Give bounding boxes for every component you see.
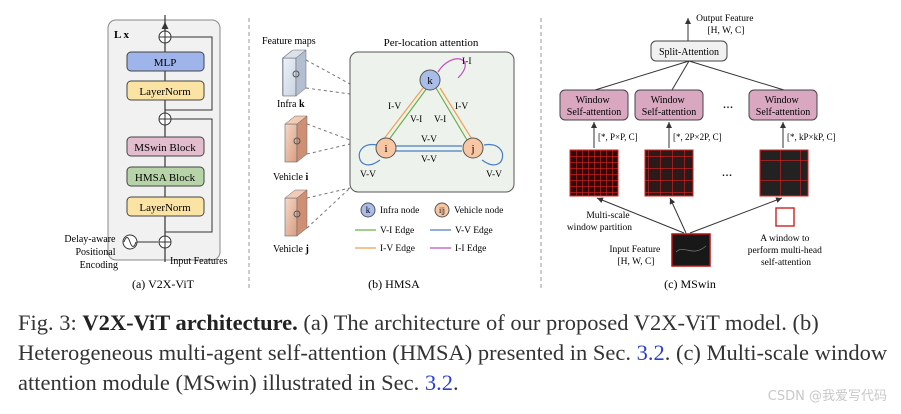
sine-wave-icon: [122, 234, 138, 250]
residual-add-icon: [158, 112, 172, 126]
caption-text: .: [452, 370, 459, 395]
node-j-label: j: [470, 143, 474, 155]
edge-label: I-I: [462, 57, 472, 67]
layernorm-label-top: LayerNorm: [139, 86, 191, 98]
node-k-label: k: [427, 75, 433, 87]
residual-add-icon: [158, 30, 172, 44]
multiscale-label: Multi-scale window partition: [567, 211, 632, 233]
input-features-label: Input Features: [170, 256, 228, 267]
window-block-label: Window Self-attention: [567, 95, 621, 118]
panel-b-caption: (b) HMSA: [368, 277, 420, 291]
ellipsis: ...: [722, 165, 733, 180]
infra-node-k: [419, 69, 441, 91]
panel-a-caption: (a) V2X-ViT: [132, 277, 195, 291]
figure-caption: Fig. 3: V2X-ViT architecture. (a) The ar…: [18, 308, 890, 398]
legend-infra-symbol: k: [366, 205, 371, 215]
panel-a: L x MLP LayerNorm MSwin Block HMSA Block: [64, 15, 228, 291]
legend-ii-edge: I-I Edge: [455, 244, 486, 254]
panel-c-caption: (c) MSwin: [664, 277, 716, 291]
caption-title: V2X-ViT architecture.: [82, 310, 298, 335]
section-ref-link[interactable]: 3.2: [636, 340, 665, 365]
shape-label: [*, P×P, C]: [598, 132, 638, 142]
vehicle-i-label: Vehicle i: [273, 172, 309, 183]
watermark: CSDN @我爱写代码: [767, 389, 887, 404]
attention-title: Per-location attention: [384, 37, 479, 49]
legend-vehicle-node: Vehicle node: [454, 206, 503, 216]
input-feature-label: Input Feature [H, W, C]: [609, 245, 662, 267]
window-block-label: Window Self-attention: [756, 95, 810, 118]
shape-label: [*, 2P×2P, C]: [673, 132, 722, 142]
hmsa-label: HMSA Block: [135, 172, 196, 184]
caption-text: . (c) Multi-scale window attention modul…: [18, 340, 888, 395]
edge-label: V-V: [421, 135, 437, 145]
edge-label: V-I: [410, 115, 422, 125]
partition-grid-medium: [644, 149, 694, 197]
legend-vv-edge: V-V Edge: [455, 226, 493, 236]
partition-grid-small: [569, 149, 619, 197]
layernorm-block-top: [126, 80, 205, 101]
repeat-label: L x: [114, 29, 129, 41]
split-attention-label: Split-Attention: [659, 47, 719, 58]
window-note: A window to perform multi-head self-atte…: [748, 234, 825, 268]
vehicle-j-feature-map: [284, 189, 308, 237]
window-self-attention-block: [634, 89, 704, 121]
edge-label: V-V: [360, 170, 376, 180]
vehicle-i-feature-map: [284, 115, 308, 163]
layernorm-label-bottom: LayerNorm: [139, 202, 191, 214]
legend: k Infra node i|j Vehicle node V-I Edge V…: [355, 202, 503, 254]
vehicle-node-j: [462, 137, 484, 159]
mswin-block: [126, 136, 205, 157]
residual-add-icon: [158, 235, 172, 249]
edge-label: I-V: [388, 102, 401, 112]
window-self-attention-block: [559, 89, 629, 121]
window-self-attention-block: [748, 89, 818, 121]
legend-vi-edge: V-I Edge: [380, 226, 414, 236]
edge-label: V-V: [486, 170, 502, 180]
layernorm-block-bottom: [126, 196, 205, 217]
partition-grid-large: [759, 149, 809, 197]
shape-label: [*, kP×kP, C]: [787, 132, 836, 142]
edge-label: V-V: [421, 155, 437, 165]
pos-enc-label: Delay-aware Positional Encoding: [64, 234, 118, 271]
legend-iv-edge: I-V Edge: [380, 244, 415, 254]
vehicle-node-i: [375, 137, 397, 159]
input-feature-map: [671, 233, 711, 267]
mlp-label: MLP: [154, 57, 177, 69]
panel-c: Output Feature [H, W, C] Split-Attention…: [559, 14, 836, 291]
infra-feature-map: [282, 49, 307, 97]
window-block-label: Window Self-attention: [642, 95, 696, 118]
section-ref-link[interactable]: 3.2: [424, 370, 453, 395]
feature-maps-label: Feature maps: [262, 36, 316, 47]
panel-b: Feature maps Infra k Vehicle i: [262, 36, 515, 291]
mswin-label: MSwin Block: [134, 142, 196, 154]
mlp-block: [126, 51, 205, 72]
vehicle-j-label: Vehicle j: [273, 244, 309, 255]
legend-infra-node: Infra node: [380, 205, 419, 216]
hmsa-block: [126, 166, 205, 187]
output-feature-label: Output Feature [H, W, C]: [696, 14, 756, 36]
architecture-figure: L x MLP LayerNorm MSwin Block HMSA Block: [64, 14, 836, 291]
infra-label: Infra k: [277, 99, 305, 110]
node-i-label: i: [384, 143, 387, 155]
ellipsis: ...: [723, 97, 734, 112]
legend-vehicle-symbol: i|j: [439, 206, 445, 215]
fig-number: Fig. 3:: [18, 310, 77, 335]
edge-label: V-I: [434, 115, 446, 125]
window-example: [775, 207, 795, 227]
caption-text: (a) The architecture of our proposed V2X…: [18, 310, 819, 365]
edge-label: I-V: [455, 102, 468, 112]
